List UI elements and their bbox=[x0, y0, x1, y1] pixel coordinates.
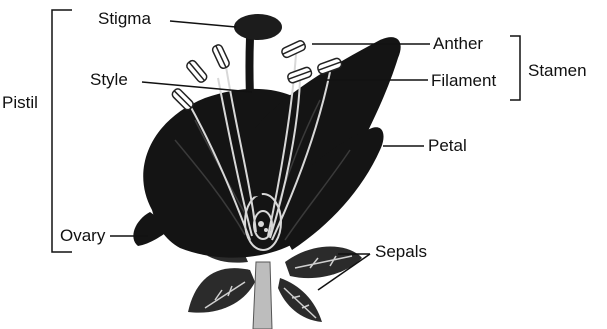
label-filament: Filament bbox=[431, 72, 496, 89]
stamen-bracket bbox=[510, 36, 520, 100]
stigma-illustration bbox=[234, 14, 282, 40]
label-pistil: Pistil bbox=[2, 94, 38, 111]
flower-stalk bbox=[253, 262, 272, 329]
label-stigma: Stigma bbox=[98, 10, 151, 27]
pistil-bracket bbox=[52, 10, 72, 252]
label-anther: Anther bbox=[433, 35, 483, 52]
label-style: Style bbox=[90, 71, 128, 88]
label-stamen: Stamen bbox=[528, 62, 587, 79]
label-petal: Petal bbox=[428, 137, 467, 154]
label-ovary: Ovary bbox=[60, 227, 105, 244]
label-sepals: Sepals bbox=[375, 243, 427, 260]
